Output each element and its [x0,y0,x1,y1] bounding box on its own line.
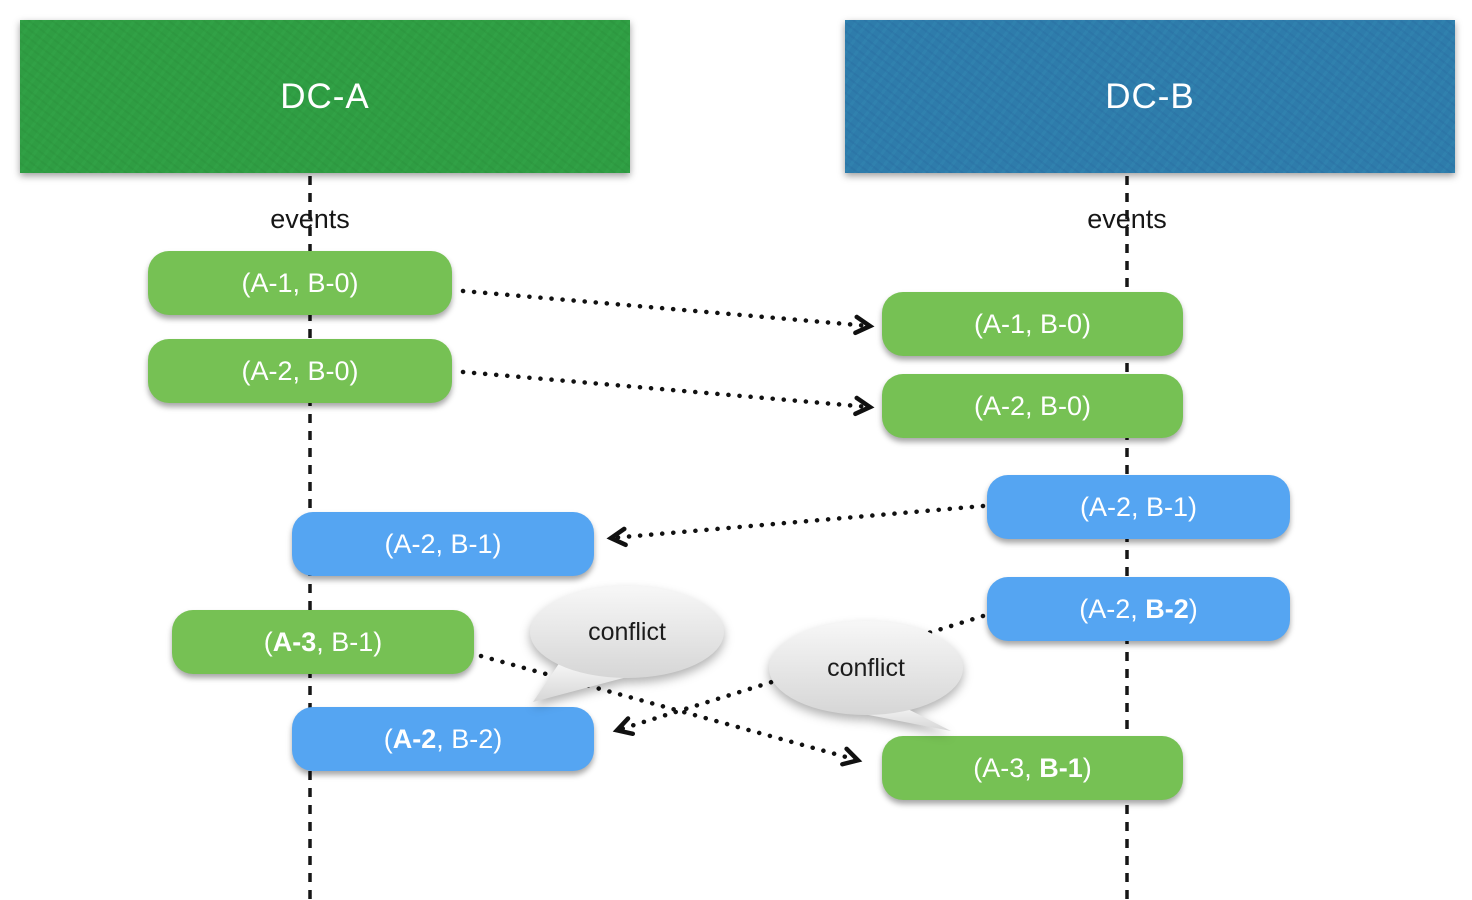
pill-text: (A-2, B-1) [1079,491,1198,522]
conflict-bubble-1 [530,586,724,702]
pill-text: , B-1) [316,626,383,657]
conflict-text: conflict [588,617,666,646]
pill-text: (A-2, B-0) [241,355,359,386]
pill-text: ) [1082,752,1092,783]
pill-text: (A-1, B-0) [241,267,359,298]
replication-arrow-a1-to-b [460,288,875,336]
event-pill-a-4: (A-3, B-1) [172,610,474,674]
replication-arrow-a3-to-b [478,653,863,767]
pill-text: (A-2, B-0) [973,390,1092,421]
dc-a-header-box: DC-A [20,20,630,173]
pill-text-bold: A-2 [392,723,437,754]
event-pill-b-1: (A-1, B-0) [882,292,1183,356]
event-pill-b-4: (A-2, B-2) [987,577,1290,641]
event-pill-b-5: (A-3, B-1) [882,736,1183,800]
pill-text-bold: A-3 [272,626,317,657]
replication-arrow-a2-to-b [460,369,875,417]
pill-text: (A-3, [973,752,1040,783]
pill-text-bold: B-1 [1039,752,1083,783]
event-pill-b-3: (A-2, B-1) [987,475,1290,539]
pill-text: (A-2, [1079,593,1146,624]
pill-text: ) [1188,593,1198,624]
conflict-text: conflict [827,653,905,682]
dc-b-title: DC-B [1105,76,1195,116]
pill-text: ( [263,626,273,657]
event-pill-a-3: (A-2, B-1) [292,512,594,576]
pill-text: , B-2) [436,723,503,754]
pill-text-bold: B-2 [1145,593,1189,624]
conflict-label-2: conflict [771,648,961,688]
dc-b-header-box: DC-B [845,20,1455,173]
pill-text: (A-2, B-1) [384,528,502,559]
pill-text: (A-1, B-0) [973,308,1092,339]
conflict-bubble-2 [769,621,963,731]
event-pill-a-1: (A-1, B-0) [148,251,452,315]
pill-text: ( [383,723,393,754]
event-pill-a-2: (A-2, B-0) [148,339,452,403]
event-pill-b-2: (A-2, B-0) [882,374,1183,438]
replication-arrow-b1-to-a [606,503,986,548]
event-pill-a-5: (A-2, B-2) [292,707,594,771]
dc-a-title: DC-A [280,76,370,116]
conflict-label-1: conflict [532,612,722,652]
